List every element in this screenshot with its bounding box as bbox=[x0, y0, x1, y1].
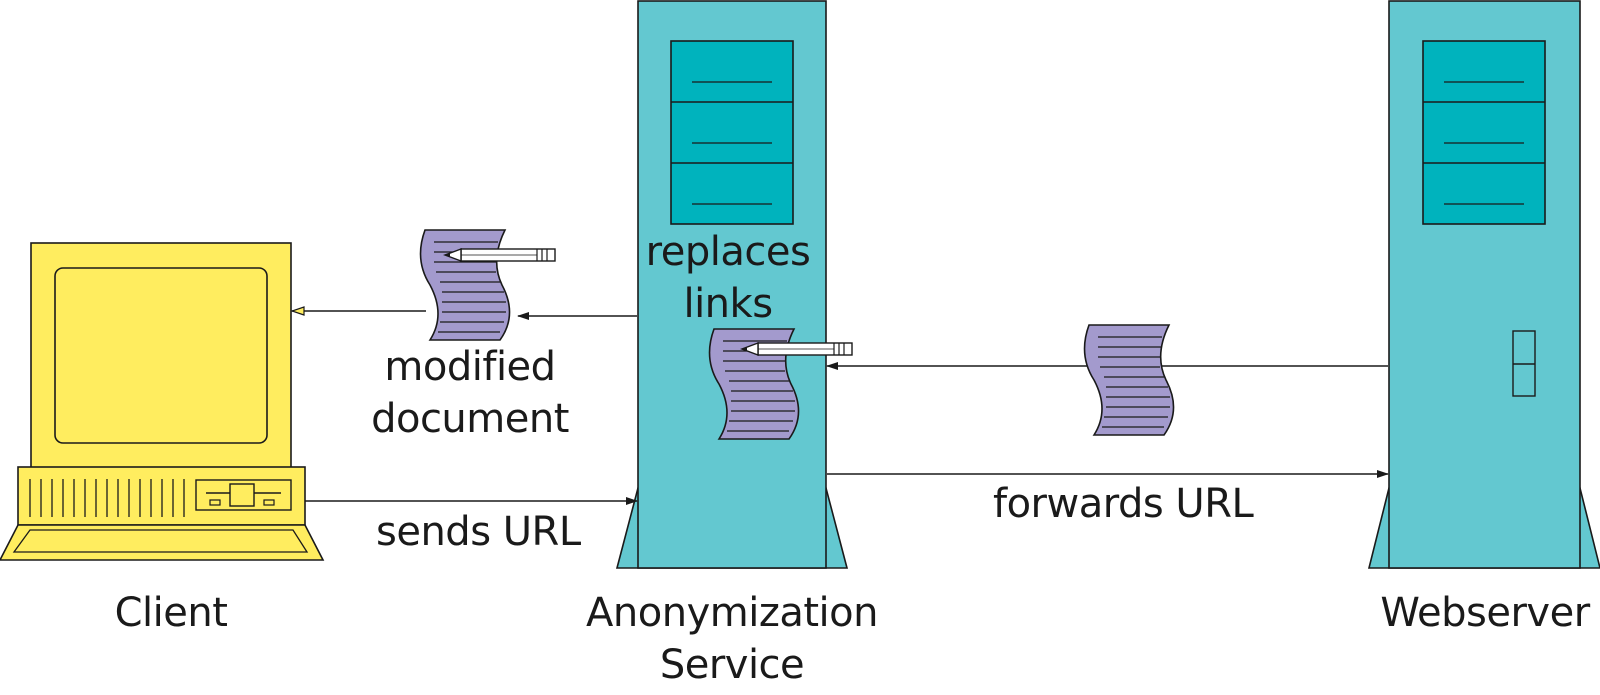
client-computer-icon bbox=[0, 242, 325, 561]
original-document-icon bbox=[1083, 324, 1175, 436]
replaces-links-line2: links bbox=[683, 281, 773, 327]
anonymization-service-line1: Anonymization bbox=[586, 590, 878, 636]
pencil-icon bbox=[444, 248, 556, 262]
forwards-url-label: forwards URL bbox=[993, 481, 1254, 527]
anonymization-service-label: Anonymization Service bbox=[572, 587, 892, 691]
replaces-links-line1: replaces bbox=[645, 229, 811, 275]
modified-document-icon bbox=[419, 229, 511, 341]
sends-url-label: sends URL bbox=[376, 509, 581, 555]
webserver-tower-icon bbox=[1367, 0, 1600, 569]
anonymization-service-line2: Service bbox=[659, 642, 805, 688]
modified-document-line1: modified bbox=[384, 344, 556, 390]
modified-document-line2: document bbox=[371, 396, 569, 442]
edited-document-icon bbox=[708, 328, 800, 440]
anonymizer-server-tower-icon bbox=[615, 0, 849, 569]
pencil-icon bbox=[741, 342, 853, 356]
client-label: Client bbox=[114, 590, 228, 636]
modified-document-label: modified document bbox=[360, 341, 580, 445]
replaces-links-label: replaces links bbox=[628, 226, 828, 330]
webserver-label: Webserver bbox=[1380, 590, 1590, 636]
